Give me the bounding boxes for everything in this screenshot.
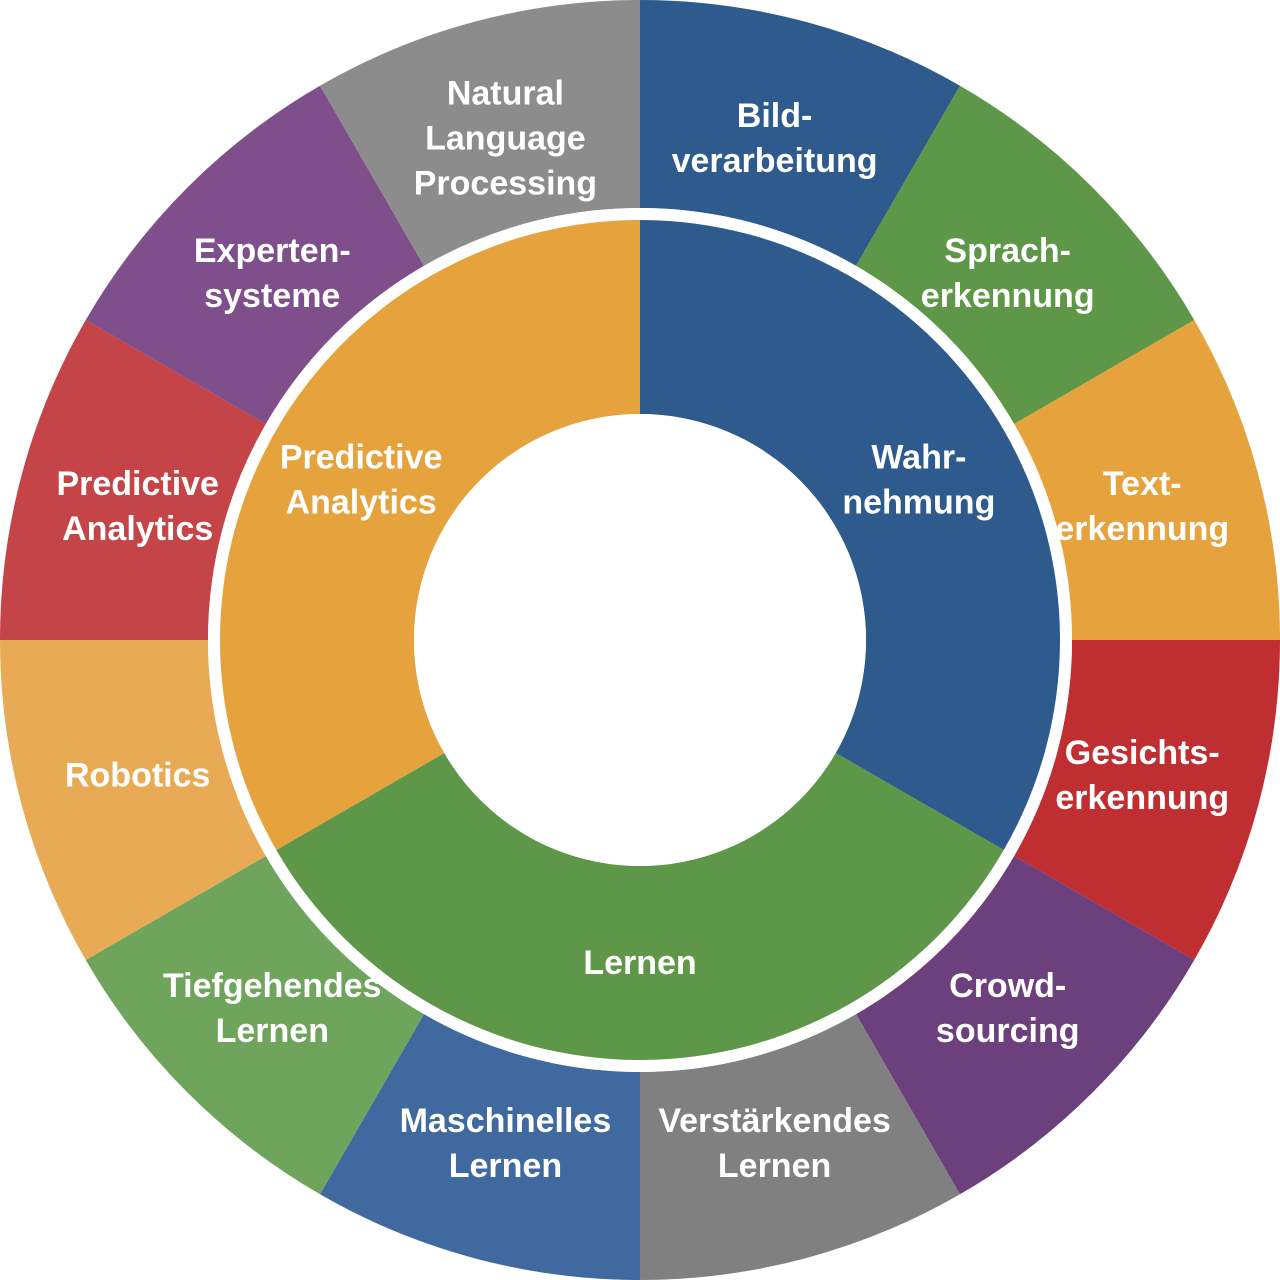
bildverarbeitung-label-line: verarbeitung [672,142,878,180]
expertensysteme-segment [85,85,424,424]
spracherkennung-label: Sprach-erkennung [921,232,1095,315]
wahrnehmung-segment [640,220,1060,850]
robotics-label-line: Robotics [65,757,210,795]
verstaerkendes-lernen-segment [640,1014,960,1280]
crowdsourcing-label-line: sourcing [936,1012,1080,1050]
maschinelles-lernen-label-line: Maschinelles [400,1102,612,1140]
spracherkennung-segment [856,85,1195,424]
predictive-analytics-outer-segment [0,320,266,640]
inner-ring [219,220,1060,1060]
predictive-analytics-outer-label-line: Analytics [62,510,213,548]
texterkennung-label: Text-erkennung [1055,465,1229,548]
predictive-analytics-inner-label-line: Analytics [286,484,437,522]
predictive-analytics-inner-label-line: Predictive [280,439,443,477]
crowdsourcing-label-line: Crowd- [949,967,1066,1005]
verstaerkendes-lernen-label-line: Lernen [718,1147,831,1185]
natural-language-processing-label-line: Natural [447,75,564,113]
tiefgehendes-lernen-segment [85,856,424,1195]
outer-labels: Bild-verarbeitungSprach-erkennungText-er… [56,75,1229,1185]
predictive-analytics-inner-segment [219,220,640,850]
tiefgehendes-lernen-label-line: Lernen [216,1012,329,1050]
crowdsourcing-segment [856,856,1195,1195]
texterkennung-segment [1014,320,1280,640]
maschinelles-lernen-label-line: Lernen [449,1147,562,1185]
wahrnehmung-label-line: Wahr- [871,439,966,477]
spracherkennung-label-line: Sprach- [944,232,1071,270]
lernen-label: Lernen [583,944,696,982]
lernen-segment [276,753,1004,1060]
gesichtserkennung-label-line: erkennung [1055,779,1229,817]
robotics-segment [0,640,266,960]
wahrnehmung-label-line: nehmung [842,484,995,522]
maschinelles-lernen-segment [320,1014,640,1280]
gesichtserkennung-label: Gesichts-erkennung [1055,734,1229,817]
natural-language-processing-label-line: Language [425,120,586,158]
expertensysteme-label-line: Experten- [194,232,351,270]
bildverarbeitung-label-line: Bild- [737,97,813,135]
crowdsourcing-label: Crowd-sourcing [936,967,1080,1050]
gesichtserkennung-label-line: Gesichts- [1065,734,1220,772]
texterkennung-label-line: erkennung [1055,510,1229,548]
center-hole [414,414,866,866]
verstaerkendes-lernen-label-line: Verstärkendes [658,1102,891,1140]
center-circle [414,414,866,866]
natural-language-processing-label-line: Processing [414,165,597,203]
wahrnehmung-label: Wahr-nehmung [842,439,995,522]
bildverarbeitung-segment [640,0,960,266]
bildverarbeitung-label: Bild-verarbeitung [672,97,878,180]
expertensysteme-label: Experten-systeme [194,232,351,315]
gesichtserkennung-segment [1014,640,1280,960]
predictive-analytics-outer-label-line: Predictive [56,465,219,503]
tiefgehendes-lernen-label-line: Tiefgehendes [163,967,382,1005]
lernen-label-line: Lernen [583,944,696,982]
spracherkennung-label-line: erkennung [921,277,1095,315]
texterkennung-label-line: Text- [1103,465,1182,503]
expertensysteme-label-line: systeme [204,277,340,315]
robotics-label: Robotics [65,757,210,795]
natural-language-processing-segment [320,0,640,266]
